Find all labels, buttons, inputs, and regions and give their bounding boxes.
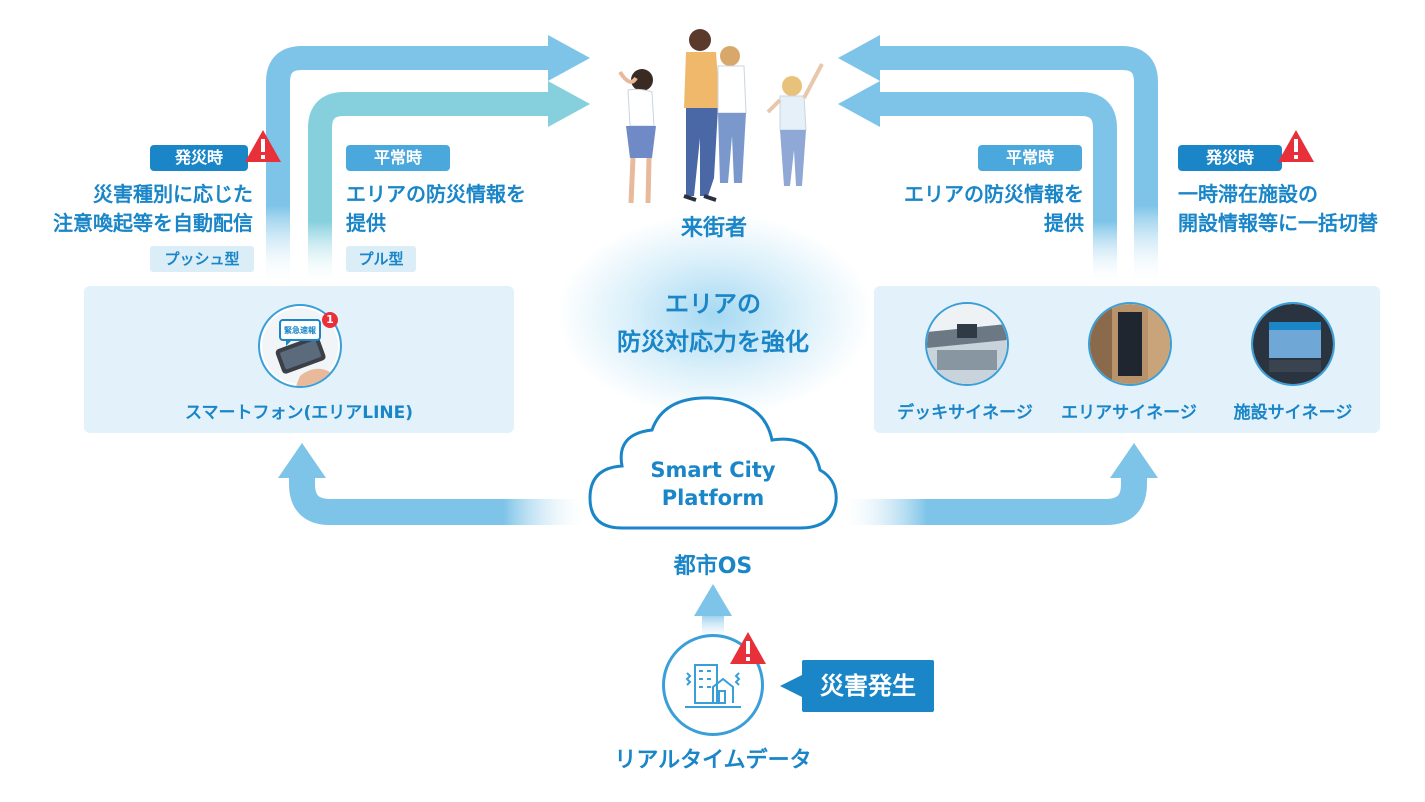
right-inner-arrow (872, 92, 1117, 285)
right-normal-badge: 平常時 (978, 145, 1082, 171)
smartphone-label: スマートフォン(エリアLINE) (184, 403, 414, 423)
signage-label-deck: デッキサイネージ (897, 403, 1033, 423)
phone-bubble-text: 緊急速報 (284, 326, 316, 335)
area-signage-photo (1088, 302, 1172, 386)
cloud-text-line1: Smart City (650, 458, 776, 482)
notification-badge: 1 (322, 312, 338, 328)
push-tag: プッシュ型 (150, 246, 254, 272)
right-normal-desc-2: 提供 (1044, 211, 1084, 235)
pull-tag: プル型 (346, 246, 416, 272)
disaster-callout-pointer (780, 674, 804, 698)
facility-signage-photo (1251, 302, 1335, 386)
signage-label-facility: 施設サイネージ (1233, 403, 1353, 423)
signage-label-area: エリアサイネージ (1061, 403, 1197, 423)
smartphone-icon: 緊急速報 (258, 304, 342, 388)
glow-text-line2: 防災対応力を強化 (617, 328, 809, 356)
bottom-left-arrow (289, 470, 590, 525)
left-disaster-desc-2: 注意喚起等を自動配信 (53, 211, 253, 235)
left-outer-arrow (266, 46, 555, 285)
visitors-illustration (618, 29, 824, 204)
warning-icon (1278, 130, 1314, 162)
disaster-callout: 災害発生 (802, 660, 934, 712)
right-normal-desc-1: エリアの防災情報を (904, 182, 1084, 206)
right-disaster-desc-2: 開設情報等に一括切替 (1178, 211, 1378, 235)
center-glow (560, 215, 870, 415)
left-disaster-badge: 発災時 (150, 145, 248, 171)
left-normal-badge: 平常時 (346, 145, 450, 171)
cloud-caption: 都市OS (673, 554, 753, 579)
warning-icon (245, 130, 281, 162)
glow-text-line1: エリアの (665, 290, 761, 318)
left-disaster-desc-1: 災害種別に応じた (93, 182, 253, 206)
deck-signage-photo (925, 302, 1009, 386)
left-normal-desc-1: エリアの防災情報を (346, 182, 526, 206)
left-normal-desc-2: 提供 (346, 211, 386, 235)
bottom-right-arrow (838, 470, 1147, 525)
realtime-data-label: リアルタイムデータ (614, 748, 812, 773)
right-outer-arrow (872, 46, 1158, 285)
cloud-text-line2: Platform (661, 486, 765, 510)
visitors-label: 来街者 (680, 216, 747, 241)
warning-icon (730, 632, 766, 664)
cloud-icon (588, 396, 838, 530)
right-disaster-desc-1: 一時滞在施設の (1178, 182, 1318, 206)
left-inner-arrow (308, 92, 555, 285)
right-disaster-badge: 発災時 (1178, 145, 1282, 171)
